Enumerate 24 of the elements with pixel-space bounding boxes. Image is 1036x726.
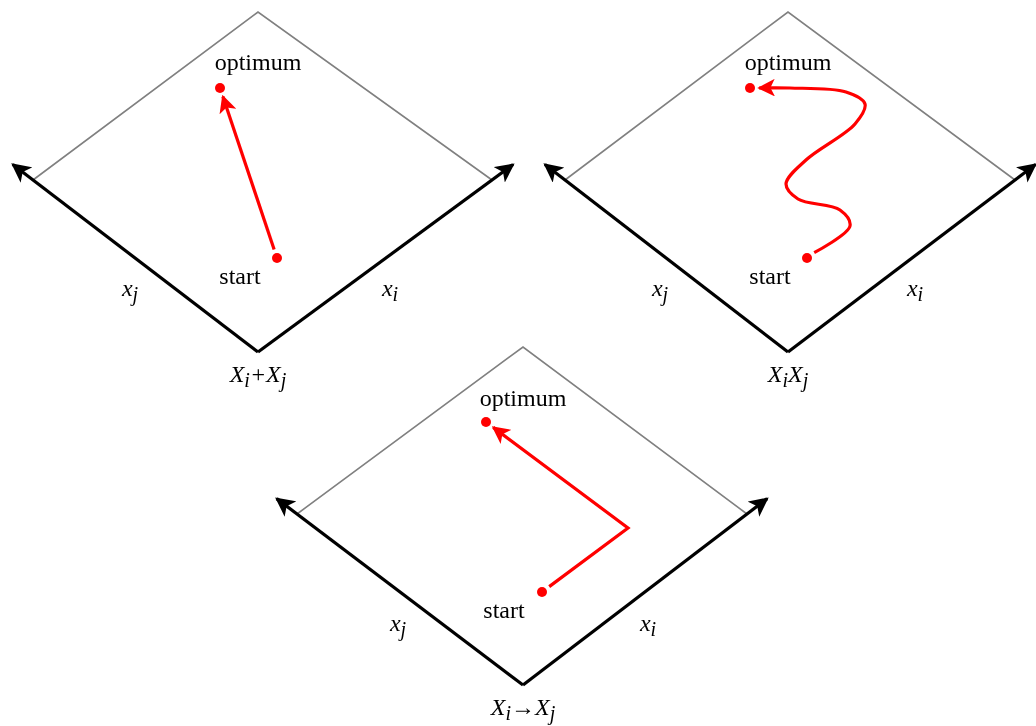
- point-marker: [802, 253, 812, 263]
- path-arrow: [491, 426, 631, 588]
- formula-label: X$_{i}$→X$_{j}$: [490, 694, 556, 724]
- point-label: optimum: [214, 50, 302, 74]
- point-label: start: [483, 598, 525, 622]
- formula-label: X$_{i}$X$_{j}$: [767, 361, 809, 391]
- point-marker: [537, 587, 547, 597]
- point-marker: [745, 83, 755, 93]
- point-label: start: [219, 264, 261, 288]
- point-marker: [272, 253, 282, 263]
- point-label: optimum: [744, 50, 832, 74]
- axis-label: x$_{i}$: [381, 275, 399, 305]
- point-marker: [481, 417, 491, 427]
- axis-label: x$_{j}$: [389, 610, 407, 640]
- point-marker: [215, 83, 225, 93]
- axis-label: x$_{j}$: [651, 275, 669, 305]
- axis-label: x$_{i}$: [906, 275, 924, 305]
- path-arrow: [219, 94, 276, 250]
- axis-label: x$_{j}$: [121, 275, 139, 305]
- path-arrow: [757, 78, 867, 255]
- axis-label: x$_{i}$: [639, 610, 657, 640]
- formula-label: X$_{i}$+X$_{j}$: [229, 361, 287, 391]
- point-label: start: [749, 264, 791, 288]
- point-label: optimum: [479, 386, 567, 410]
